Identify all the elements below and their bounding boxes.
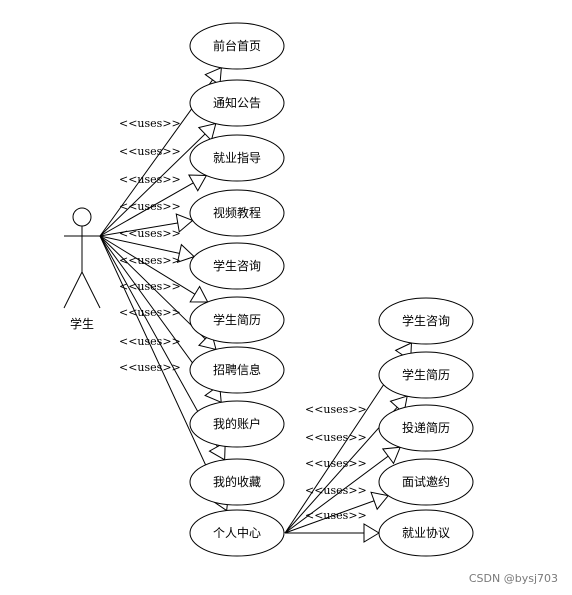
uses-labels: <<uses>> <<uses>> <<uses>> <<uses>> <<uses>>… <box>119 117 367 522</box>
actor-label: 学生 <box>70 316 94 331</box>
assoc-student-6-line <box>99 235 208 303</box>
center-use-case-4[interactable]: 面试邀约 <box>378 458 474 506</box>
center-use-case-5[interactable]: 就业协议 <box>378 509 474 557</box>
center-use-case-3-ellipse <box>378 404 474 452</box>
uses-label-student-1: <<uses>> <box>119 117 181 130</box>
assoc-student-3-line <box>99 175 207 237</box>
use-case-5-ellipse <box>189 242 285 290</box>
use-case-4-ellipse <box>189 189 285 237</box>
actor-leg-left <box>63 271 83 309</box>
uses-label-center-5: <<uses>> <box>305 509 367 522</box>
center-use-case-5-label: 就业协议 <box>402 525 450 540</box>
use-case-1-ellipse <box>189 22 285 70</box>
uses-label-student-7: <<uses>> <box>119 280 181 293</box>
assoc-student-3-arrowhead <box>188 174 208 192</box>
use-case-9[interactable]: 我的收藏 <box>189 458 285 506</box>
use-case-6[interactable]: 学生简历 <box>189 296 285 344</box>
actor-student[interactable]: 学生 <box>63 207 101 331</box>
assoc-student-5-line <box>99 235 195 258</box>
center-use-case-5-ellipse <box>378 509 474 557</box>
use-case-9-label: 我的收藏 <box>213 474 261 489</box>
assoc-student-1-arrowhead <box>204 66 222 87</box>
center-use-case-4-label: 面试邀约 <box>402 474 450 489</box>
assoc-center-4-arrowhead <box>370 491 390 511</box>
uses-label-student-6: <<uses>> <box>119 254 181 267</box>
use-case-1[interactable]: 前台首页 <box>189 22 285 70</box>
watermark: CSDN @bysj703 <box>468 572 558 585</box>
assoc-student-4-arrowhead <box>175 213 194 233</box>
center-use-case-3[interactable]: 投递简历 <box>378 404 474 452</box>
uses-label-student-10: <<uses>> <box>119 361 181 374</box>
center-use-case-2-ellipse <box>378 351 474 399</box>
assoc-student-2-arrowhead <box>197 122 217 142</box>
assoc-student-5-arrowhead <box>176 243 196 263</box>
use-case-3[interactable]: 就业指导 <box>189 134 285 182</box>
assoc-center-3-arrowhead <box>381 446 401 465</box>
use-case-6-label: 学生简历 <box>213 312 261 327</box>
use-case-10-label: 个人中心 <box>213 525 261 540</box>
use-case-2[interactable]: 通知公告 <box>189 79 285 127</box>
use-case-5[interactable]: 学生咨询 <box>189 242 285 290</box>
uses-label-student-9: <<uses>> <box>119 335 181 348</box>
actor-leg-right <box>81 271 101 309</box>
center-use-case-3-label: 投递简历 <box>402 420 450 435</box>
assoc-student-2-line <box>99 123 217 237</box>
use-case-8[interactable]: 我的账户 <box>189 400 285 448</box>
center-use-case-1[interactable]: 学生咨询 <box>378 297 474 345</box>
use-case-6-ellipse <box>189 296 285 344</box>
use-case-7[interactable]: 招聘信息 <box>189 346 285 394</box>
center-use-case-4-ellipse <box>378 458 474 506</box>
use-case-3-ellipse <box>189 134 285 182</box>
use-case-7-label: 招聘信息 <box>213 362 261 377</box>
actor-head <box>72 207 92 227</box>
uses-label-student-2: <<uses>> <box>119 145 181 158</box>
center-use-case-1-ellipse <box>378 297 474 345</box>
assoc-student-9-arrowhead <box>208 441 226 461</box>
use-case-8-label: 我的账户 <box>213 416 261 431</box>
use-case-4[interactable]: 视频教程 <box>189 189 285 237</box>
use-case-10[interactable]: 个人中心 <box>189 509 285 557</box>
use-case-9-ellipse <box>189 458 285 506</box>
uses-label-student-5: <<uses>> <box>119 227 181 240</box>
center-use-case-2-label: 学生简历 <box>402 367 450 382</box>
uses-label-center-3: <<uses>> <box>305 457 367 470</box>
uses-label-student-4: <<uses>> <box>119 200 181 213</box>
use-case-2-ellipse <box>189 79 285 127</box>
use-case-4-label: 视频教程 <box>213 205 261 220</box>
center-use-case-2[interactable]: 学生简历 <box>378 351 474 399</box>
use-case-2-label: 通知公告 <box>213 96 261 110</box>
use-case-5-label: 学生咨询 <box>213 258 261 273</box>
assoc-student-4-line <box>99 219 193 237</box>
uses-label-center-4: <<uses>> <box>305 484 367 497</box>
uses-label-student-8: <<uses>> <box>119 306 181 319</box>
assoc-center-3-line <box>284 446 401 534</box>
use-case-8-ellipse <box>189 400 285 448</box>
use-case-3-label: 就业指导 <box>213 150 261 165</box>
assoc-center-4-line <box>284 495 389 534</box>
use-case-1-label: 前台首页 <box>213 38 261 53</box>
uses-label-center-1: <<uses>> <box>305 403 367 416</box>
uses-label-center-2: <<uses>> <box>305 431 367 444</box>
use-cases: 前台首页通知公告就业指导视频教程学生咨询学生简历招聘信息我的账户我的收藏个人中心… <box>189 22 474 557</box>
center-use-case-1-label: 学生咨询 <box>402 313 450 328</box>
uses-label-student-3: <<uses>> <box>119 173 181 186</box>
assoc-center-5-arrowhead <box>363 523 380 543</box>
use-case-10-ellipse <box>189 509 285 557</box>
assoc-student-6-arrowhead <box>189 285 209 303</box>
use-case-7-ellipse <box>189 346 285 394</box>
